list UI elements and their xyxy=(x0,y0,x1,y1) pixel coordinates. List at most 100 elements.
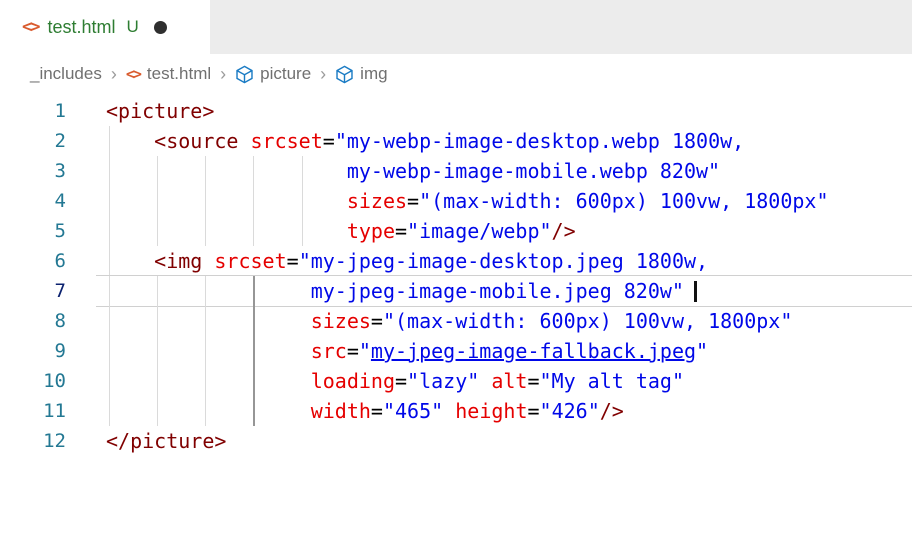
line-number[interactable]: 3 xyxy=(54,160,66,182)
token-str: " xyxy=(696,339,709,363)
token-str: "My alt tag" xyxy=(539,369,685,393)
indent-guide xyxy=(109,306,110,336)
active-indent-guide xyxy=(253,366,256,396)
token-plain xyxy=(106,219,347,243)
token-eq: = xyxy=(407,189,420,213)
token-plain xyxy=(106,309,311,333)
line-number[interactable]: 9 xyxy=(54,340,66,362)
breadcrumb-item-picture[interactable]: picture xyxy=(235,64,311,84)
line-number[interactable]: 5 xyxy=(54,220,66,242)
indent-guide xyxy=(157,336,159,366)
breadcrumb-separator-icon: › xyxy=(320,63,327,84)
indent-guide xyxy=(157,186,159,216)
breadcrumb-item-img[interactable]: img xyxy=(335,64,388,84)
indent-guide xyxy=(157,366,159,396)
token-attr: alt xyxy=(491,369,528,393)
line-number[interactable]: 12 xyxy=(43,430,66,452)
active-indent-guide xyxy=(253,336,256,366)
token-plain xyxy=(106,339,311,363)
token-tag: <img xyxy=(154,249,203,273)
token-plain xyxy=(106,159,347,183)
indent-guide xyxy=(253,216,255,246)
symbol-box-icon xyxy=(335,65,360,84)
token-str: "465" xyxy=(382,399,444,423)
token-eq: = xyxy=(286,249,299,273)
tab-test-html[interactable]: <> test.html U xyxy=(0,0,210,54)
text-cursor xyxy=(693,281,697,302)
code-text: type="image/webp"/> xyxy=(106,216,576,246)
code-line-2[interactable]: 2 <source srcset="my-webp-image-desktop.… xyxy=(0,126,912,156)
token-eq: = xyxy=(322,129,335,153)
token-str: "my-webp-image-desktop.webp 1800w, xyxy=(334,129,745,153)
token-tag: <source xyxy=(154,129,239,153)
token-plain xyxy=(106,129,154,153)
indent-guide xyxy=(205,216,207,246)
line-number[interactable]: 10 xyxy=(43,370,66,392)
code-line-3[interactable]: 3 my-webp-image-mobile.webp 820w" xyxy=(0,156,912,186)
code-line-4[interactable]: 4 sizes="(max-width: 600px) 100vw, 1800p… xyxy=(0,186,912,216)
code-text: my-webp-image-mobile.webp 820w" xyxy=(106,156,720,186)
token-plain xyxy=(106,279,311,303)
line-number[interactable]: 7 xyxy=(54,280,66,302)
indent-guide xyxy=(205,396,207,426)
line-number[interactable]: 11 xyxy=(43,400,66,422)
breadcrumb-label: img xyxy=(360,64,388,83)
token-attr: loading xyxy=(310,369,395,393)
indent-guide xyxy=(109,396,110,426)
indent-guide xyxy=(301,186,303,216)
token-plain xyxy=(479,369,491,393)
code-editor[interactable]: 1<picture>2 <source srcset="my-webp-imag… xyxy=(0,96,912,456)
code-text: loading="lazy" alt="My alt tag" xyxy=(106,366,684,396)
code-line-8[interactable]: 8 sizes="(max-width: 600px) 100vw, 1800p… xyxy=(0,306,912,336)
token-plain xyxy=(106,189,347,213)
line-number[interactable]: 1 xyxy=(54,100,66,122)
indent-guide xyxy=(253,186,255,216)
token-attr: sizes xyxy=(346,189,408,213)
indent-guide xyxy=(157,216,159,246)
line-number[interactable]: 8 xyxy=(54,310,66,332)
code-text: sizes="(max-width: 600px) 100vw, 1800px" xyxy=(106,306,793,336)
code-line-11[interactable]: 11 width="465" height="426"/> xyxy=(0,396,912,426)
breadcrumb-separator-icon: › xyxy=(220,63,227,84)
token-lnk[interactable]: my-jpeg-image-fallback.jpeg xyxy=(370,339,697,363)
active-indent-guide xyxy=(253,306,256,336)
code-line-5[interactable]: 5 type="image/webp"/> xyxy=(0,216,912,246)
line-number[interactable]: 2 xyxy=(54,130,66,152)
indent-guide xyxy=(109,186,110,216)
indent-guide xyxy=(157,306,159,336)
token-attr: width xyxy=(310,399,371,423)
token-eq: = xyxy=(370,309,383,333)
tab-file-name: test.html xyxy=(47,16,116,37)
code-line-1[interactable]: 1<picture> xyxy=(0,96,912,126)
token-attr: type xyxy=(346,219,395,243)
token-str: my-jpeg-image-mobile.jpeg 820w" xyxy=(310,279,684,303)
line-number[interactable]: 4 xyxy=(54,190,66,212)
breadcrumb-item-test-html[interactable]: <>test.html xyxy=(126,64,211,84)
code-line-7[interactable]: 7 my-jpeg-image-mobile.jpeg 820w" xyxy=(0,275,912,307)
token-plain xyxy=(106,399,311,423)
token-attr: srcset xyxy=(214,249,287,273)
token-tag: /> xyxy=(551,219,576,243)
indent-guide xyxy=(109,336,110,366)
indent-guide xyxy=(109,276,110,306)
code-text: <img srcset="my-jpeg-image-desktop.jpeg … xyxy=(106,246,708,276)
indent-guide xyxy=(205,336,207,366)
code-line-10[interactable]: 10 loading="lazy" alt="My alt tag" xyxy=(0,366,912,396)
modified-dot-icon[interactable] xyxy=(153,20,167,34)
code-line-6[interactable]: 6 <img srcset="my-jpeg-image-desktop.jpe… xyxy=(0,246,912,276)
indent-guide xyxy=(157,396,159,426)
token-str: " xyxy=(358,339,371,363)
breadcrumb-item--includes[interactable]: _includes xyxy=(30,64,102,84)
code-text: <source srcset="my-webp-image-desktop.we… xyxy=(106,126,744,156)
token-str: "(max-width: 600px) 100vw, 1800px" xyxy=(419,189,829,213)
active-indent-guide xyxy=(253,396,256,426)
line-number[interactable]: 6 xyxy=(54,250,66,272)
token-eq: = xyxy=(346,339,359,363)
code-line-9[interactable]: 9 src="my-jpeg-image-fallback.jpeg" xyxy=(0,336,912,366)
token-attr: srcset xyxy=(250,129,323,153)
code-line-12[interactable]: 12</picture> xyxy=(0,426,912,456)
token-plain xyxy=(443,399,455,423)
token-str: "426" xyxy=(539,399,600,423)
token-str: "my-jpeg-image-desktop.jpeg 1800w, xyxy=(298,249,709,273)
